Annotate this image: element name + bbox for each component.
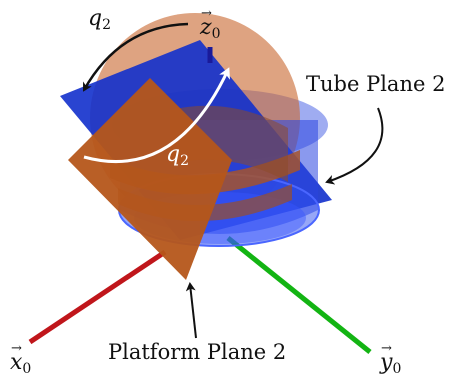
platform-plane-callout-arrow (185, 282, 197, 339)
y0-base: y (380, 342, 392, 374)
q2-outer-label: q2 (88, 6, 112, 33)
x-axis-line (28, 249, 167, 345)
ring-arc (170, 105, 288, 182)
platform-plane-label: Platform Plane 2 (108, 340, 287, 364)
q2-outer-sub: 2 (102, 17, 112, 33)
z0-base: z (200, 7, 212, 39)
x0-base: x (10, 342, 22, 374)
y0-label: y0 (380, 342, 402, 377)
q2-inner-base: q (166, 142, 181, 167)
x0-sub: 0 (22, 361, 32, 377)
y0-sub: 0 (392, 361, 402, 377)
tube-plane-callout-arrow (325, 107, 384, 185)
q2-inner-sub: 2 (180, 153, 190, 169)
z0-sub: 0 (211, 26, 221, 42)
tube-plane-label: Tube Plane 2 (306, 72, 446, 96)
outer-rotation-arrow (82, 22, 189, 92)
q2-inner-label: q2 (166, 142, 190, 169)
inner-rotation-arrow (83, 67, 230, 164)
x0-label: x0 (10, 342, 32, 377)
z0-label: z0 (200, 7, 221, 42)
y-axis-line (226, 236, 372, 354)
q2-outer-base: q (88, 6, 103, 31)
